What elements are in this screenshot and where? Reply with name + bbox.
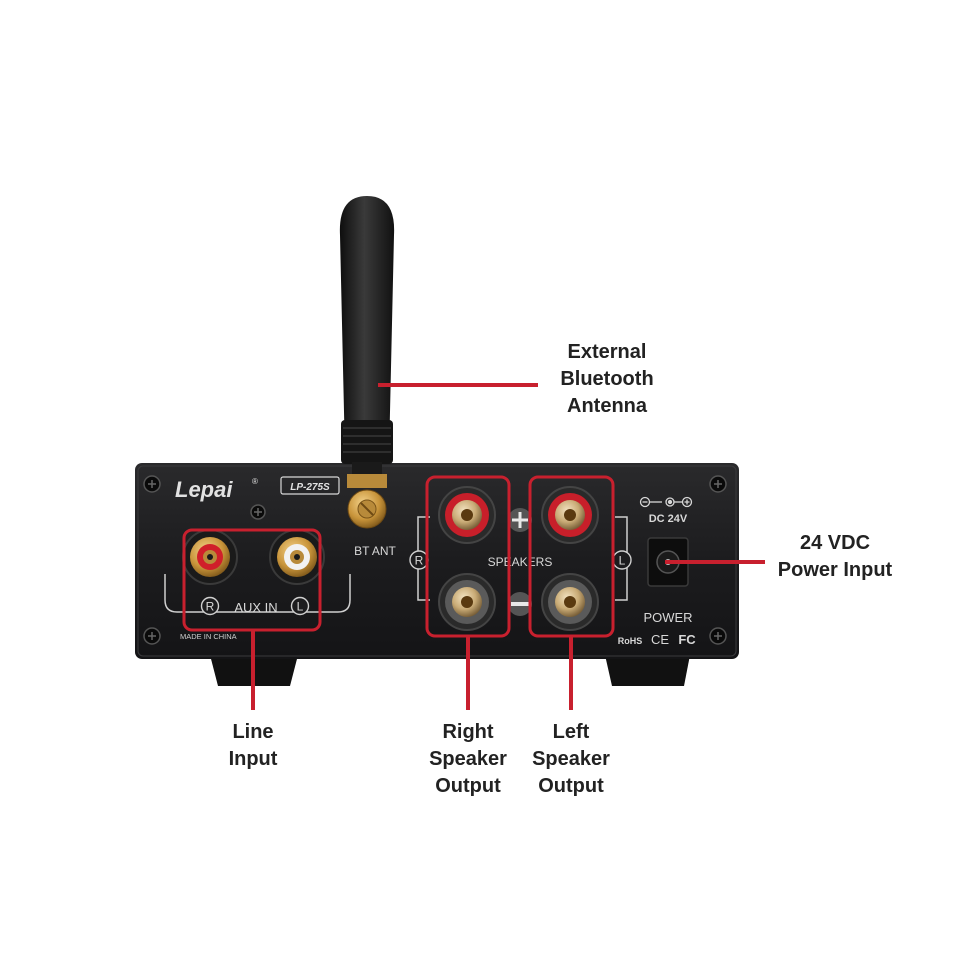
made-in-label: MADE IN CHINA (180, 632, 237, 641)
aux-in-label: AUX IN (234, 600, 277, 615)
line-input-callout: Line Input (203, 719, 303, 773)
right-speaker-callout: Right Speaker Output (418, 719, 518, 800)
callout-line: Right (442, 721, 494, 743)
callout-line: Power Input (777, 559, 893, 581)
rohs-mark: RoHS (618, 636, 643, 646)
power-input-callout: 24 VDC Power Input (765, 530, 905, 584)
speaker-right-marker: R (415, 554, 424, 568)
power-label: POWER (643, 610, 692, 625)
callout-line: Bluetooth (560, 368, 654, 390)
bt-ant-label: BT ANT (354, 544, 396, 558)
sma-connector (347, 474, 387, 529)
dc-polarity-icon (639, 496, 693, 508)
left-speaker-callout: Left Speaker Output (521, 719, 621, 800)
callout-line: Output (435, 775, 501, 797)
dc-label: DC 24V (649, 513, 688, 525)
left-negative-post (541, 573, 599, 631)
callout-line: Speaker (532, 748, 610, 770)
aux-right-marker: R (206, 600, 215, 614)
antenna-callout: External Bluetooth Antenna (547, 339, 667, 420)
right-negative-post (438, 573, 496, 631)
svg-text:®: ® (252, 477, 258, 486)
callout-line: 24 VDC (799, 532, 871, 554)
callout-line: Left (552, 721, 590, 743)
callout-line: Speaker (429, 748, 507, 770)
right-foot (605, 655, 690, 686)
model-badge (280, 476, 340, 495)
left-positive-post (541, 486, 599, 544)
callout-line: Input (228, 748, 278, 770)
rca-jack-right (182, 529, 238, 585)
rca-jack-left (269, 529, 325, 585)
callout-line: External (567, 341, 647, 363)
right-positive-post (438, 486, 496, 544)
aux-bracket (164, 574, 351, 613)
callout-line: Antenna (567, 395, 647, 417)
fc-mark: FC (678, 632, 696, 647)
minus-icon (508, 592, 532, 616)
model-label: LP-275S (290, 482, 330, 493)
speaker-left-marker: L (619, 554, 626, 568)
leader-lines (251, 383, 765, 710)
speakers-label: SPEAKERS (488, 555, 553, 569)
callout-line: Output (538, 775, 604, 797)
callout-line: Line (232, 721, 274, 743)
aux-left-marker: L (297, 600, 304, 614)
brand-logo: Lepai (175, 477, 233, 502)
bluetooth-antenna (339, 196, 395, 476)
ce-mark: CE (651, 632, 669, 647)
plus-icon (508, 508, 532, 532)
